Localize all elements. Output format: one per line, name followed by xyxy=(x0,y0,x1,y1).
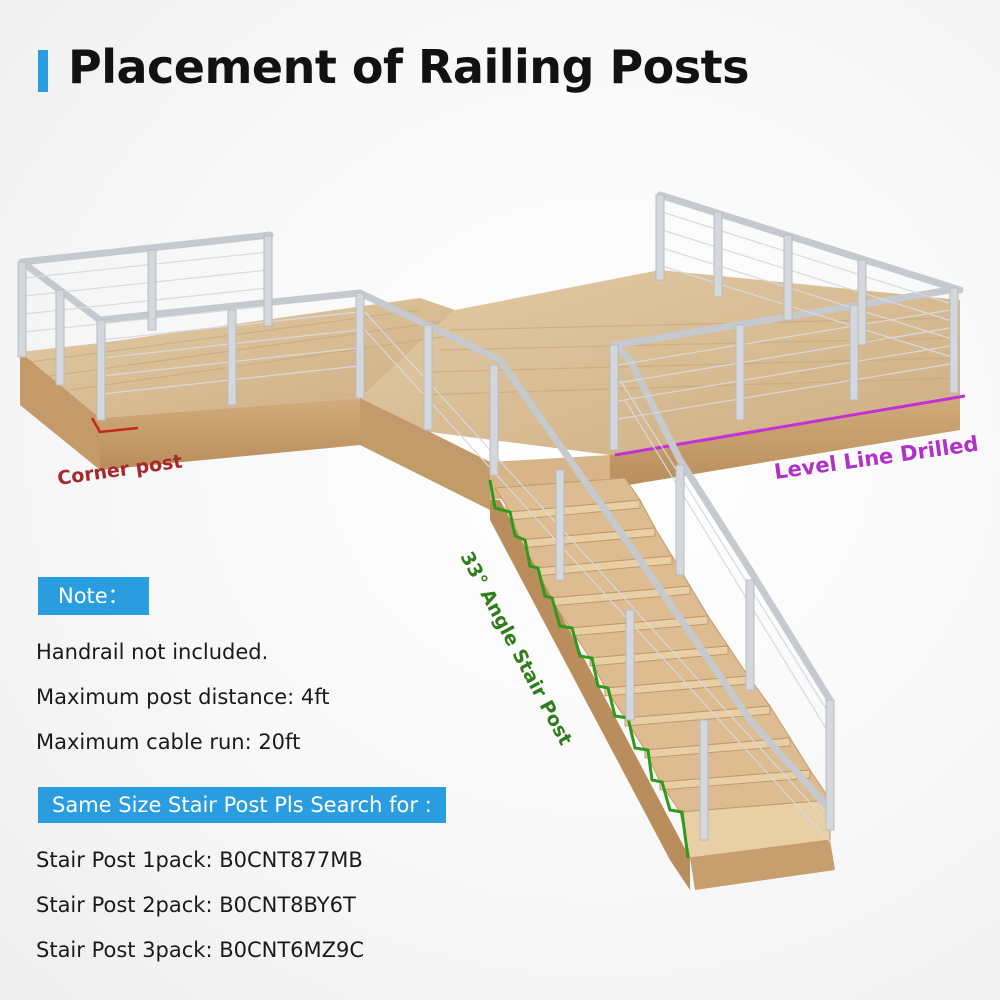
right-deck-front xyxy=(610,395,960,488)
railing-post xyxy=(713,211,723,298)
railing-post xyxy=(96,319,106,421)
railing-post xyxy=(423,324,433,431)
search-heading: Same Size Stair Post Pls Search for : xyxy=(38,787,446,823)
railing-post xyxy=(55,289,65,386)
railing-post xyxy=(949,287,959,394)
staircase xyxy=(490,477,835,890)
railing-post xyxy=(675,464,685,576)
railing-post xyxy=(147,249,157,331)
note-line: Handrail not included. xyxy=(36,640,269,664)
left-deck-top xyxy=(20,298,455,418)
railing-post xyxy=(745,579,755,691)
note-line: Maximum post distance: 4ft xyxy=(36,685,330,709)
railing-post xyxy=(825,699,835,831)
title-accent-bar xyxy=(38,50,48,92)
railing-post xyxy=(489,364,499,476)
railing-post xyxy=(625,609,635,721)
railing-post xyxy=(263,235,273,327)
note-heading: Note： xyxy=(38,577,149,615)
note-line: Maximum cable run: 20ft xyxy=(36,730,301,754)
corner-post-marker xyxy=(90,417,139,434)
page-title: Placement of Railing Posts xyxy=(68,40,750,94)
railing-post xyxy=(609,344,619,451)
railing-post xyxy=(735,324,745,421)
railing-post xyxy=(555,469,565,581)
railing-post xyxy=(783,234,793,321)
railing-post xyxy=(849,304,859,401)
center-deck-side xyxy=(360,398,490,510)
railing-post xyxy=(655,194,665,281)
left-deck-side xyxy=(100,398,360,470)
railing-post xyxy=(17,261,27,358)
left-deck-front xyxy=(20,352,100,470)
railing-post xyxy=(857,259,867,346)
stair-post-line: Stair Post 1pack: B0CNT877MB xyxy=(36,848,363,872)
railing-post xyxy=(699,719,709,841)
railing-post xyxy=(227,309,237,406)
stair-post-line: Stair Post 2pack: B0CNT8BY6T xyxy=(36,893,356,917)
railing-post xyxy=(355,292,365,399)
stair-angle-guide xyxy=(488,479,690,859)
stair-post-line: Stair Post 3pack: B0CNT6MZ9C xyxy=(36,938,365,962)
